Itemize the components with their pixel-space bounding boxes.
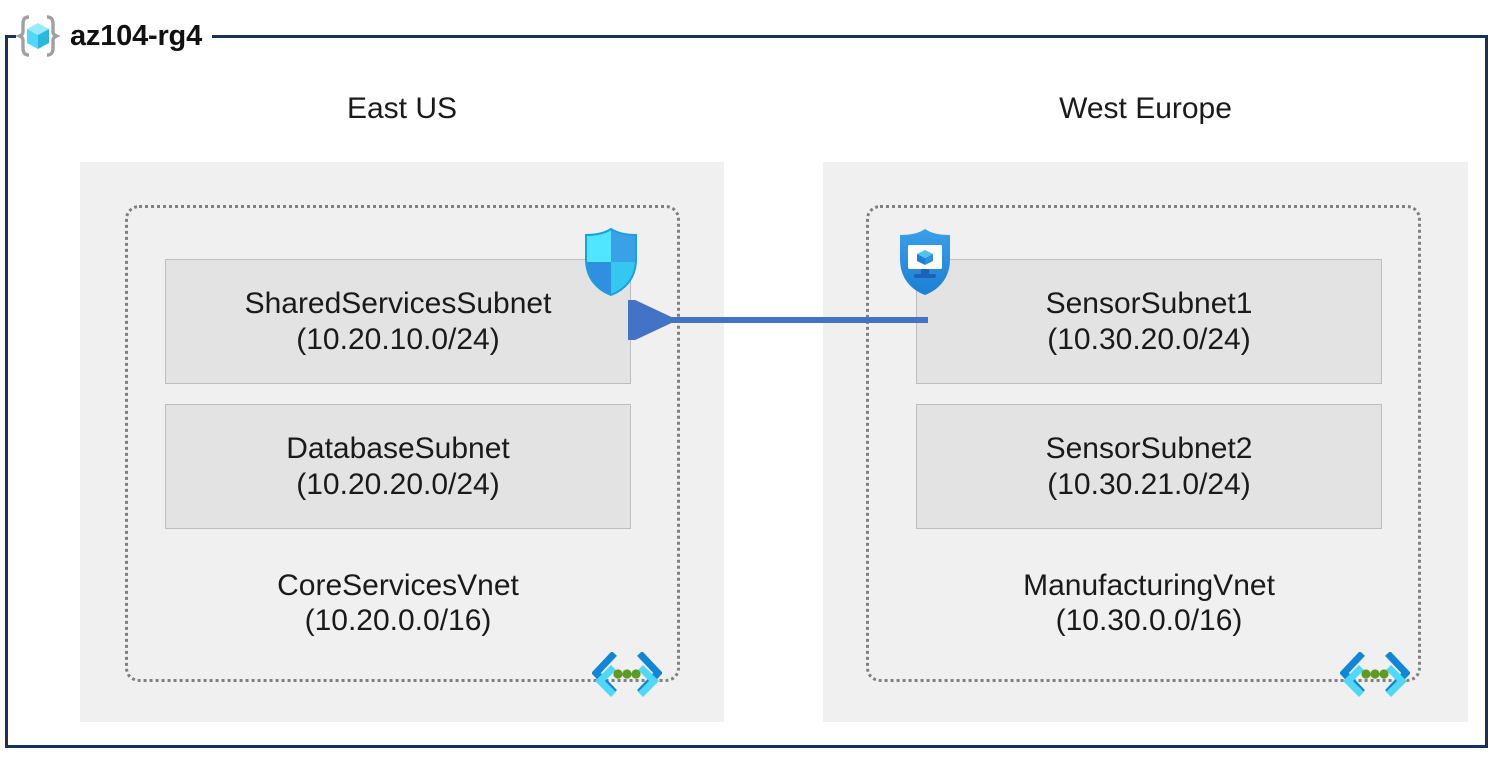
subnet-sensor-1[interactable]: SensorSubnet1 (10.30.20.0/24) — [916, 259, 1382, 384]
vnet-cidr: (10.30.0.0/16) — [1055, 604, 1243, 638]
vnet-caption-manufacturing: ManufacturingVnet (10.30.0.0/16) — [916, 568, 1382, 639]
vnet-name: ManufacturingVnet — [1023, 569, 1275, 602]
subnet-sensor-2[interactable]: SensorSubnet2 (10.30.21.0/24) — [916, 404, 1382, 529]
resource-group-header[interactable]: az104-rg4 — [16, 8, 202, 64]
subnet-cidr: (10.30.21.0/24) — [1047, 467, 1251, 501]
network-security-group-vm-shield-icon — [900, 229, 950, 295]
network-security-group-shield-icon — [585, 227, 637, 297]
subnet-cidr: (10.30.20.0/24) — [1047, 322, 1251, 356]
subnet-cidr: (10.20.10.0/24) — [296, 322, 500, 356]
resource-group-frame — [5, 35, 1488, 748]
subnet-name: SensorSubnet2 — [1045, 432, 1253, 466]
vnet-peering-arrow — [628, 300, 928, 340]
subnet-database[interactable]: DatabaseSubnet (10.20.20.0/24) — [165, 404, 631, 529]
subnet-shared-services[interactable]: SharedServicesSubnet (10.20.10.0/24) — [165, 259, 631, 384]
vnet-container-manufacturing[interactable] — [866, 205, 1421, 682]
vnet-container-core-services[interactable] — [125, 205, 680, 682]
vnet-cidr: (10.20.0.0/16) — [304, 604, 492, 638]
subnet-name: DatabaseSubnet — [286, 432, 510, 466]
region-label-east-us: East US — [346, 92, 458, 125]
virtual-network-icon — [1340, 652, 1410, 697]
subnet-name: SharedServicesSubnet — [244, 287, 552, 321]
subnet-cidr: (10.20.20.0/24) — [296, 467, 500, 501]
vnet-caption-core-services: CoreServicesVnet (10.20.0.0/16) — [165, 568, 631, 639]
resource-group-name: az104-rg4 — [70, 19, 202, 52]
region-label-west-europe: West Europe — [1059, 92, 1232, 125]
virtual-network-icon — [592, 652, 662, 697]
subnet-name: SensorSubnet1 — [1045, 287, 1253, 321]
resource-group-cube-icon — [16, 15, 60, 57]
vnet-name: CoreServicesVnet — [277, 569, 519, 602]
